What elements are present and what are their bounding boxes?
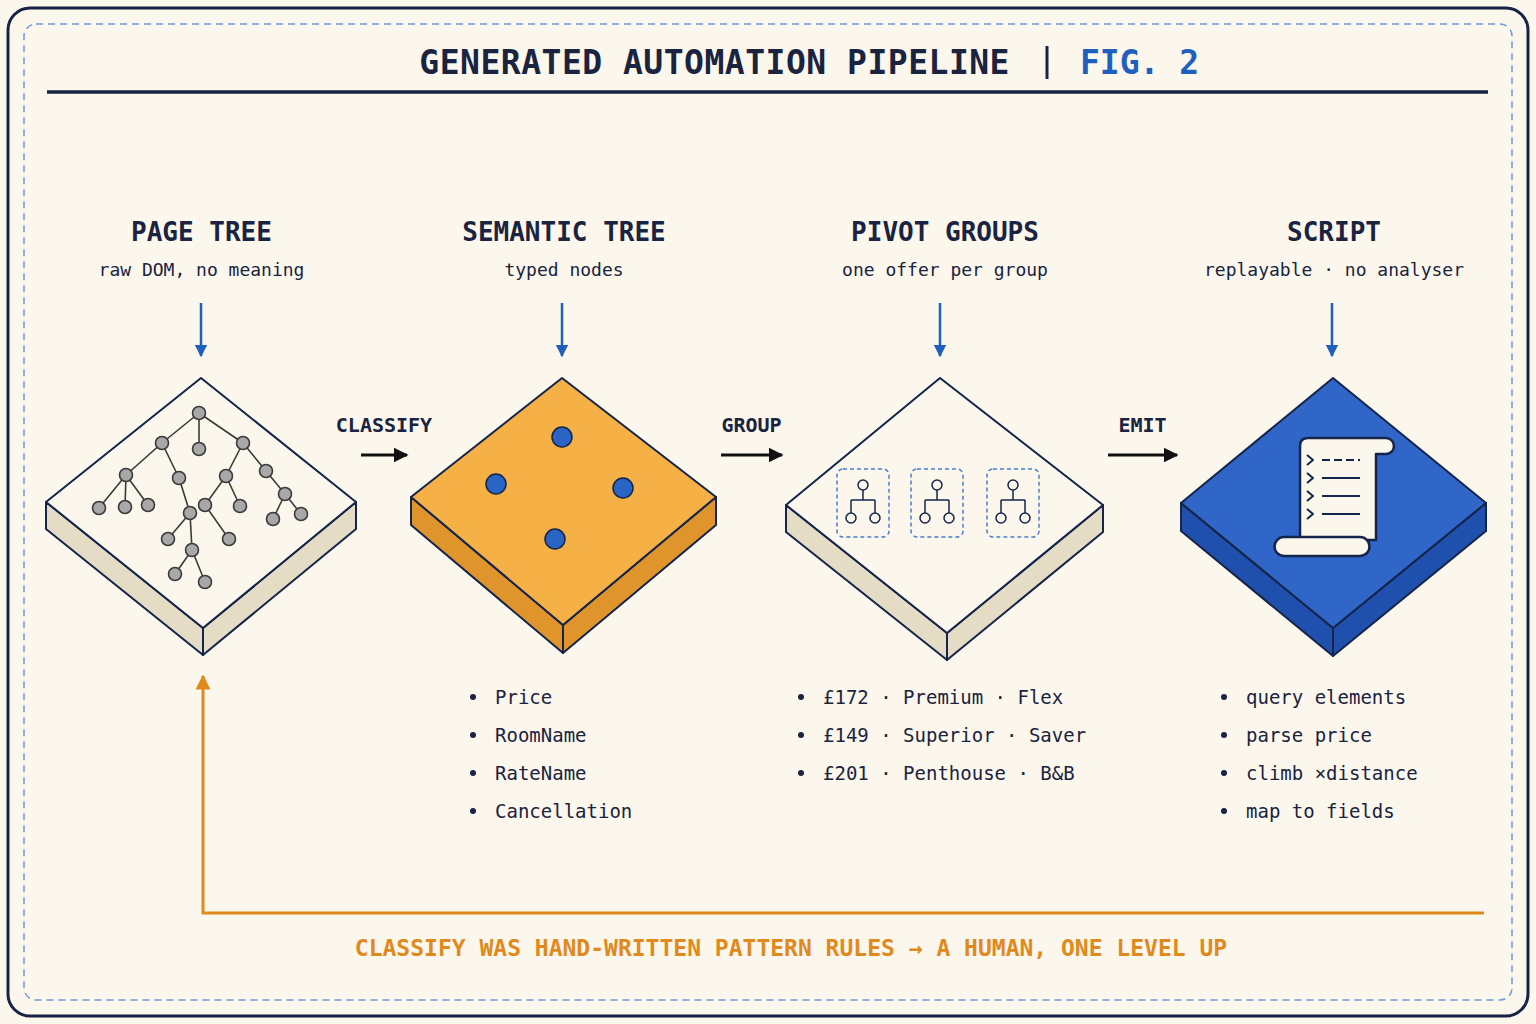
pipeline-stage: SEMANTIC TREE typed nodesPriceRoomNameRat… [409, 205, 719, 835]
bullet-item: £201 · Penthouse · B&B [823, 760, 1075, 786]
stage-subtitle: replayable · no analyser [1179, 258, 1489, 282]
stage-subtitle: raw DOM, no meaning [44, 258, 359, 282]
feedback-line [203, 676, 1484, 913]
edge-label: CLASSIFY [284, 412, 484, 438]
title-underline [47, 90, 1488, 94]
bullet-dot [1221, 732, 1227, 738]
title-separator [1046, 46, 1049, 79]
bullet-dot [1221, 808, 1227, 814]
bullet-item: map to fields [1246, 798, 1395, 824]
stage-heading: SEMANTIC TREE [409, 215, 719, 249]
bullet-item: £149 · Superior · Saver [823, 722, 1086, 748]
bullet-dot [1221, 770, 1227, 776]
group-icon [837, 469, 889, 537]
stage-subtitle: typed nodes [409, 258, 719, 282]
tile-top [411, 378, 716, 625]
bullet-dot [470, 694, 476, 700]
outer-frame [8, 8, 1528, 1016]
inner-dashed-frame [24, 24, 1512, 1000]
down-arrow [561, 303, 564, 356]
typed-node-dots [486, 427, 633, 549]
bullet-item: query elements [1246, 684, 1406, 710]
stage-subtitle: one offer per group [784, 258, 1106, 282]
pipeline-stage: PIVOT GROUPS one offer per group £172 · Pr… [784, 205, 1106, 835]
feedback-note: CLASSIFY WAS HAND-WRITTEN PATTERN RULES … [200, 933, 1382, 963]
bullet-item: Cancellation [495, 798, 632, 824]
stage-heading: PIVOT GROUPS [784, 215, 1106, 249]
pipeline-stage: PAGE TREE raw DOM, no meaning [44, 205, 359, 665]
group-icon [987, 469, 1039, 537]
bullet-dot [470, 770, 476, 776]
bullet-dot [798, 694, 804, 700]
bullet-dot [798, 732, 804, 738]
bullet-dot [798, 770, 804, 776]
bullet-item: climb ×distance [1246, 760, 1418, 786]
down-arrows [201, 303, 1332, 356]
group-icon [911, 469, 963, 537]
dom-tree-icon [93, 407, 308, 589]
bullet-item: £172 · Premium · Flex [823, 684, 1063, 710]
tile-top [786, 378, 1103, 633]
pivot-group-icons [837, 469, 1039, 537]
flow-arrow [1108, 454, 1177, 457]
bullet-dot [470, 808, 476, 814]
script-scroll-icon [1275, 438, 1395, 556]
bullet-item: RateName [495, 760, 587, 786]
tile-top [1181, 378, 1486, 628]
flow-arrow [361, 454, 407, 457]
down-arrow [1331, 303, 1334, 356]
bullet-dot [470, 732, 476, 738]
down-arrow [200, 303, 203, 356]
figure-number: FIG. 2 [1080, 43, 1320, 83]
tile-top [46, 378, 356, 628]
bullet-item: parse price [1246, 722, 1372, 748]
down-arrow [939, 303, 942, 356]
pipeline-stage: SCRIPT replayable · no analyser query elem… [1179, 205, 1489, 835]
edge-label: EMIT [1043, 412, 1243, 438]
bullet-item: Price [495, 684, 552, 710]
edge-label: GROUP [652, 412, 852, 438]
bullet-dot [1221, 694, 1227, 700]
diagram-title: GENERATED AUTOMATION PIPELINE [0, 43, 1010, 83]
flow-arrow [721, 454, 782, 457]
bullet-item: RoomName [495, 722, 587, 748]
stage-heading: PAGE TREE [44, 215, 359, 249]
stage-heading: SCRIPT [1179, 215, 1489, 249]
